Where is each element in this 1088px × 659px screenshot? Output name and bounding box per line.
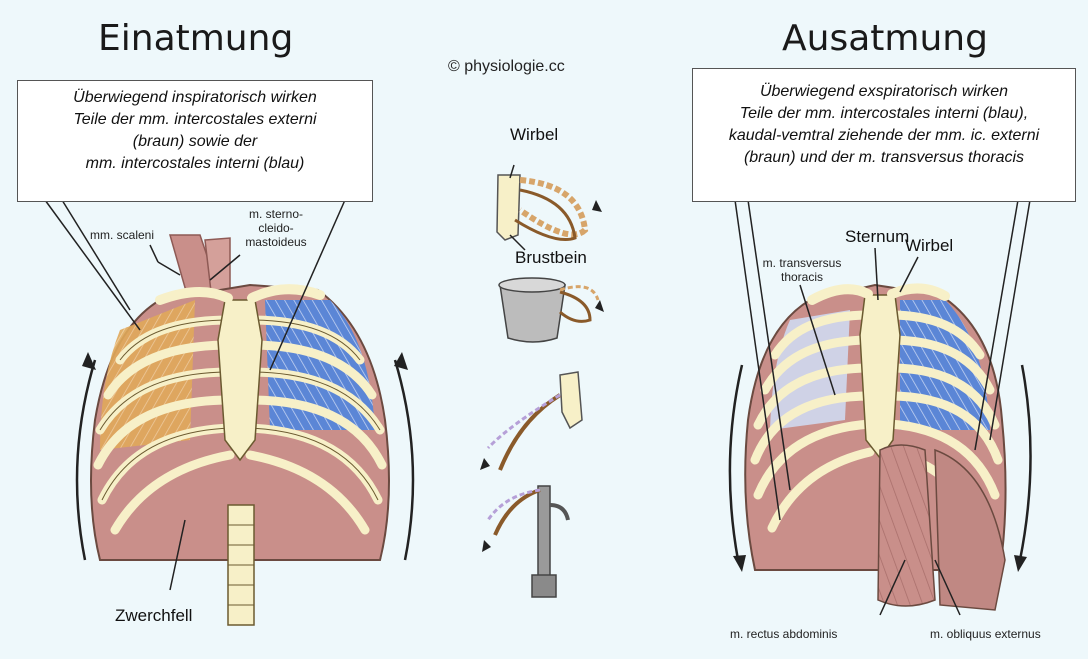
- left-box-line-1: Überwiegend inspiratorisch wirken: [22, 87, 368, 109]
- pump-icon: [538, 486, 550, 586]
- left-up-arrow-2: [395, 360, 413, 560]
- right-title: Ausatmung: [782, 18, 988, 59]
- right-down-arrow-1: [730, 365, 742, 560]
- left-title: Einatmung: [98, 18, 293, 59]
- label-transversus-line-1: m. transversus: [752, 256, 852, 270]
- left-box-line-2: Teile der mm. intercostales externi: [22, 109, 368, 131]
- spine-piece-icon: [560, 372, 582, 428]
- label-transversus-thoracis: m. transversus thoracis: [752, 256, 852, 284]
- label-transversus-line-2: thoracis: [752, 270, 852, 284]
- bucket-icon: [500, 285, 565, 342]
- left-thorax: [45, 200, 413, 625]
- right-sternum: [860, 295, 900, 458]
- rectus-abdominis-muscle: [878, 445, 935, 606]
- right-down-arrow-2: [1020, 365, 1031, 560]
- label-obliquus-externus: m. obliquus externus: [930, 627, 1041, 641]
- label-wirbel-center: Wirbel: [510, 125, 558, 145]
- bucket-handle-icon: [560, 292, 590, 321]
- label-sterno-line-2: cleido-: [236, 221, 316, 235]
- label-sternocleidomastoideus: m. sterno- cleido- mastoideus: [236, 207, 316, 249]
- right-description-box: Überwiegend exspiratorisch wirken Teile …: [692, 68, 1076, 202]
- label-brustbein: Brustbein: [515, 248, 587, 268]
- left-sternum: [218, 300, 262, 460]
- left-description-box: Überwiegend inspiratorisch wirken Teile …: [17, 80, 373, 202]
- rib-pump-icon: [520, 180, 585, 235]
- center-mechanics: [480, 165, 604, 597]
- vertebra-icon: [497, 175, 520, 240]
- label-zwerchfell: Zwerchfell: [115, 606, 192, 626]
- right-box-line-2: Teile der mm. intercostales interni (bla…: [697, 103, 1071, 125]
- left-box-line-3: (braun) sowie der: [22, 131, 368, 153]
- label-sterno-line-3: mastoideus: [236, 235, 316, 249]
- label-wirbel-right: Wirbel: [905, 236, 953, 256]
- rib-lever-icon: [500, 395, 560, 470]
- label-rectus-abdominis: m. rectus abdominis: [730, 627, 837, 641]
- label-mm-scaleni: mm. scaleni: [90, 228, 154, 242]
- label-sterno-line-1: m. sterno-: [236, 207, 316, 221]
- right-box-line-4: (braun) und der m. transversus thoracis: [697, 147, 1071, 169]
- label-sternum: Sternum: [845, 227, 909, 247]
- right-box-line-1: Überwiegend exspiratorisch wirken: [697, 81, 1071, 103]
- left-box-line-4: mm. intercostales interni (blau): [22, 153, 368, 175]
- pump-handle-icon: [495, 490, 540, 535]
- copyright-label: © physiologie.cc: [448, 58, 565, 76]
- right-box-line-3: kaudal-vemtral ziehende der mm. ic. exte…: [697, 125, 1071, 147]
